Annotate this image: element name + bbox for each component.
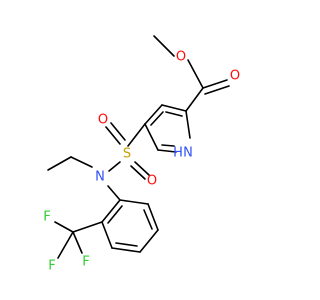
bond-ring-c3-c4-inner xyxy=(150,111,164,126)
bond-ethyl-ch2-ch3 xyxy=(47,156,72,171)
atom-labels: O O N H S O O N F F F xyxy=(43,50,240,274)
atom-f1: F xyxy=(43,210,50,225)
atom-f2: F xyxy=(82,255,89,270)
bond-n-phenyl xyxy=(107,185,121,201)
bond-ph-4-5-inner xyxy=(115,242,138,247)
bond-s-o-top-2 xyxy=(110,122,126,141)
bond-ph-1-2 xyxy=(119,199,149,205)
bond-n-ethyl-ch2 xyxy=(70,156,93,168)
bond-s-n xyxy=(108,161,121,172)
bond-ring-n-c2 xyxy=(185,110,191,139)
molecule-structure: O O N H S O O N F F F xyxy=(43,35,240,274)
bond-o-carbonyl-carbon xyxy=(187,59,204,89)
bond-ring-c4-c5 xyxy=(144,123,159,151)
bond-ring-c3-c4 xyxy=(144,104,163,125)
bonds xyxy=(47,35,230,259)
bond-cf3-f1 xyxy=(54,221,74,233)
bond-carbonyl-double-2 xyxy=(204,85,230,95)
bond-methyl-o xyxy=(153,35,175,57)
bond-cf3-f3 xyxy=(57,231,74,259)
atom-s-sulfonyl: S xyxy=(123,147,131,162)
bond-ph-5-6 xyxy=(101,221,113,249)
atom-o-carbonyl: O xyxy=(230,69,240,84)
atom-n-sulfonamide: N xyxy=(95,170,105,185)
atom-h-pyrrole: H xyxy=(173,146,183,161)
bond-ph-cf3 xyxy=(72,221,103,233)
atom-n-pyrrole: N xyxy=(183,146,193,161)
atom-o-sulfonyl-top: O xyxy=(98,113,108,128)
bond-ph-2-3-inner xyxy=(143,209,153,230)
bond-s-o-top-1 xyxy=(105,126,121,145)
bond-ph-3-4 xyxy=(139,229,159,253)
molecule-canvas: O O N H S O O N F F F xyxy=(43,35,240,274)
atom-o-methyl: O xyxy=(176,50,186,65)
bond-cf3-f2 xyxy=(72,231,83,254)
bond-ring-c5-n-inner xyxy=(161,144,175,147)
bond-ph-6-1-inner xyxy=(107,205,123,224)
bond-ph-2-3 xyxy=(147,203,159,231)
bond-ester-pyrrole xyxy=(185,87,204,112)
bond-ph-6-1 xyxy=(101,199,121,223)
bond-c4-s xyxy=(127,123,146,147)
atom-f3: F xyxy=(48,259,55,274)
atom-o-sulfonyl-bottom: O xyxy=(147,174,157,189)
bond-s-o-bottom-2 xyxy=(130,165,146,180)
bond-s-o-bottom-1 xyxy=(134,161,150,176)
bond-ph-4-5 xyxy=(111,247,141,253)
bond-carbonyl-double-1 xyxy=(202,79,228,89)
bond-ring-c2-c3-inner xyxy=(165,111,183,117)
bond-ring-c5-n xyxy=(157,149,177,153)
bond-ring-c2-c3 xyxy=(161,104,187,112)
